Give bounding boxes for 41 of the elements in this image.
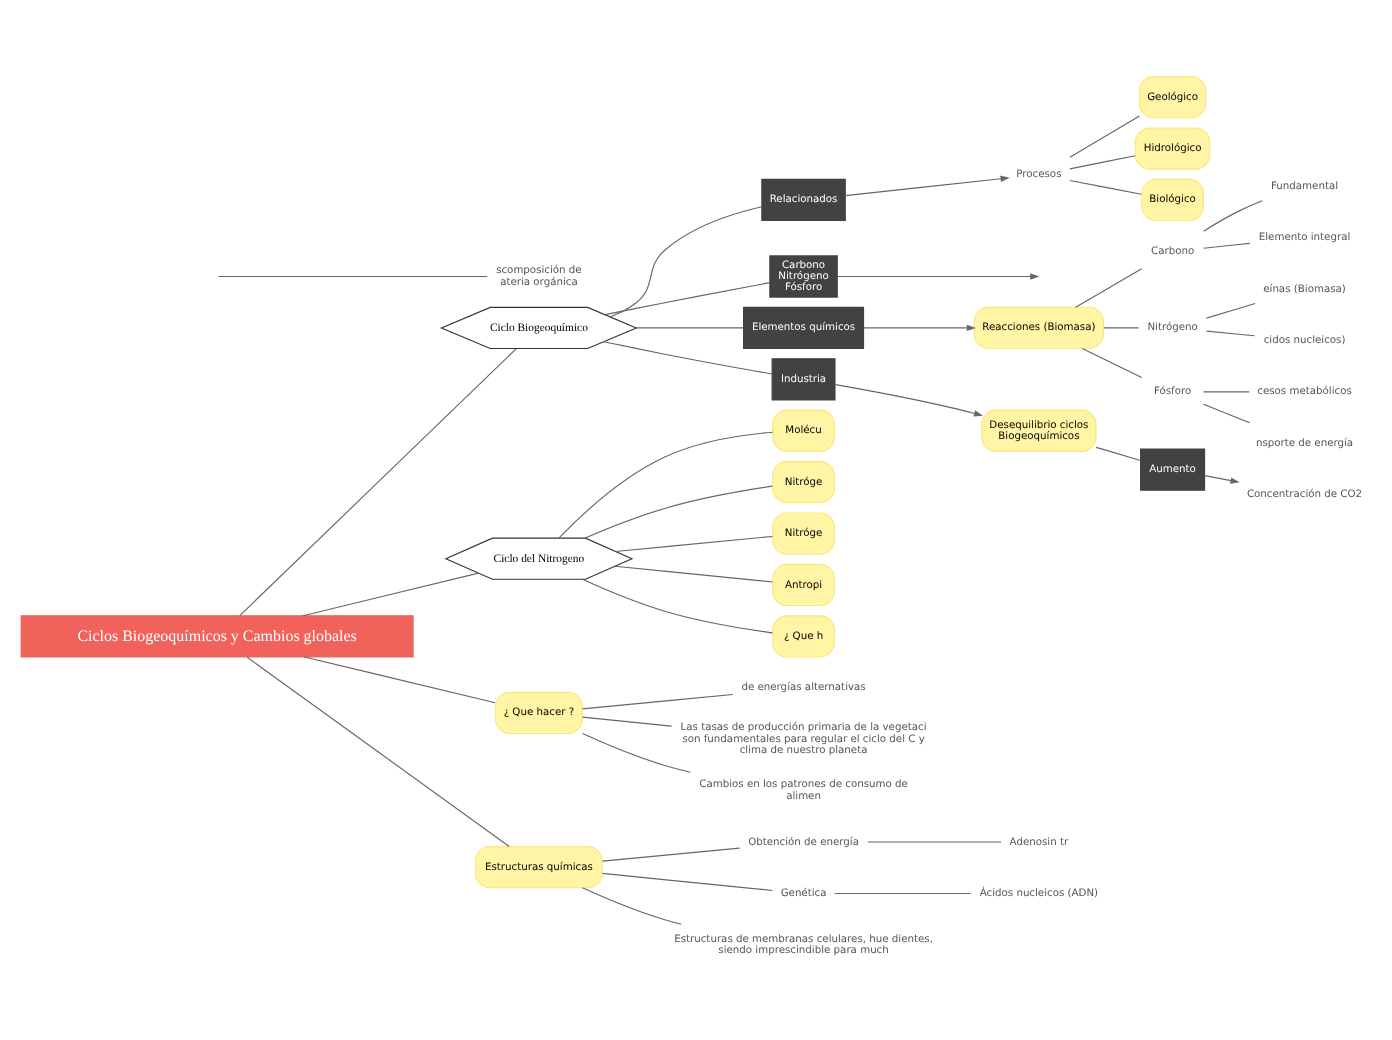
connector: [603, 340, 773, 374]
connector: [1069, 154, 1136, 169]
connector: [1203, 402, 1251, 423]
connector: [1095, 445, 1142, 460]
connector: [239, 347, 517, 616]
connector: [867, 840, 1002, 842]
connector: [602, 846, 741, 861]
connector: [581, 886, 682, 924]
arrow: [844, 174, 1010, 196]
connector: [1069, 114, 1140, 157]
connector: [581, 692, 734, 709]
connector: [635, 326, 744, 328]
connector: [302, 571, 479, 616]
node-box: Ciclos Biogeoquímicos y Cambios globales: [20, 614, 414, 657]
connector: [615, 534, 773, 552]
connector: [604, 281, 771, 315]
connector: [1075, 267, 1143, 307]
connector: [609, 205, 763, 317]
connector: [581, 715, 673, 726]
connector: [1103, 326, 1140, 328]
connector: [1203, 199, 1263, 231]
connector: [246, 655, 510, 847]
connector: [581, 577, 773, 633]
connector: [834, 891, 972, 894]
connector: [614, 564, 774, 582]
connector: [602, 871, 773, 891]
connector: [581, 731, 691, 772]
connector: [1205, 329, 1256, 336]
connector: [1202, 390, 1250, 392]
connector: [1081, 346, 1143, 377]
connector: [1202, 241, 1251, 248]
arrow: [834, 383, 984, 416]
connector: [584, 484, 774, 538]
connector: [558, 430, 774, 538]
connector: [303, 655, 496, 703]
connector: [217, 274, 488, 277]
connector: [1205, 302, 1256, 318]
arrow: [1204, 474, 1240, 483]
arrow: [863, 323, 976, 331]
connector: [1069, 178, 1142, 194]
arrow: [837, 272, 1040, 279]
